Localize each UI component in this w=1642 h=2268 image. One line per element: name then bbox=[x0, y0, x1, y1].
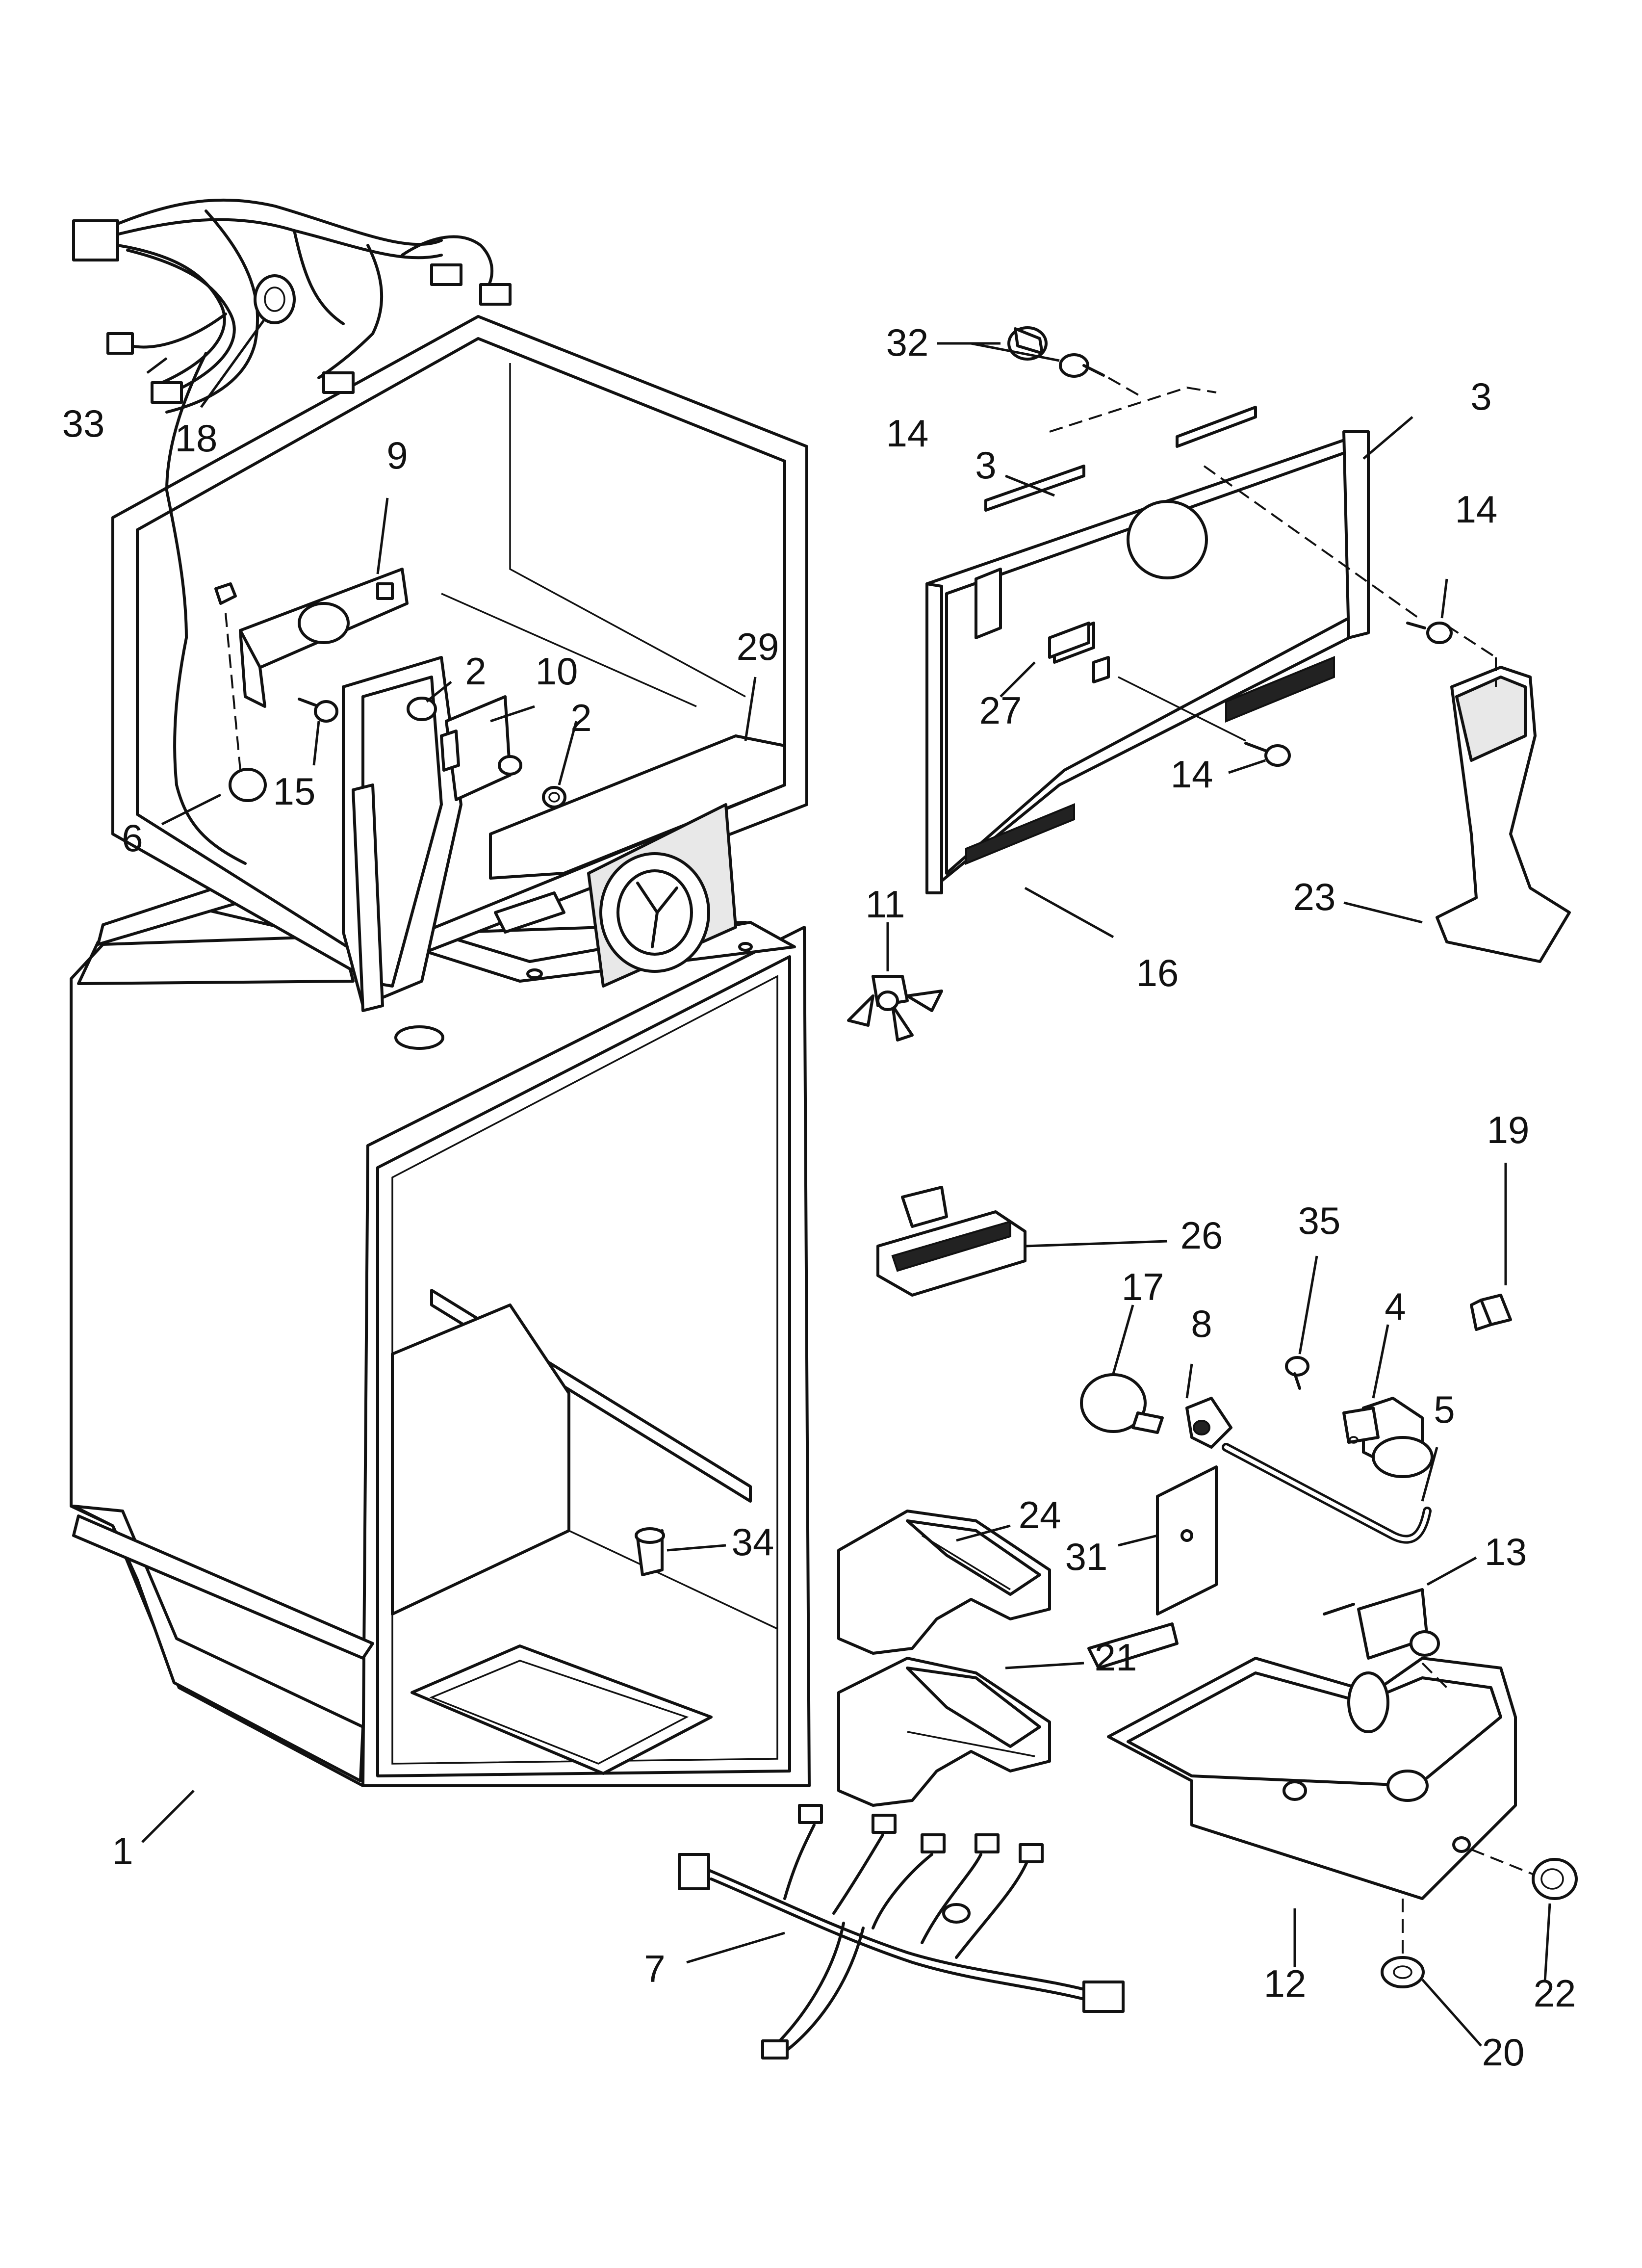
callout-32: 32 bbox=[886, 321, 929, 364]
callout-1: 1 bbox=[112, 1829, 133, 1873]
leader-lines bbox=[141, 318, 1551, 2047]
callout-16: 16 bbox=[1136, 951, 1179, 994]
callout-27: 27 bbox=[979, 689, 1022, 732]
callout-31: 31 bbox=[1065, 1535, 1108, 1578]
callout-33: 33 bbox=[62, 402, 105, 445]
callout-18: 18 bbox=[175, 417, 218, 460]
callout-34: 34 bbox=[732, 1520, 774, 1564]
callout-22: 22 bbox=[1534, 1972, 1576, 2015]
control-housing-12 bbox=[1087, 1622, 1517, 1957]
cabinet-liner bbox=[70, 877, 811, 1787]
callout-17: 17 bbox=[1122, 1265, 1164, 1308]
dispenser-23 bbox=[1436, 625, 1571, 963]
vent-slots bbox=[965, 656, 1335, 865]
callout-26: 26 bbox=[1180, 1214, 1223, 1257]
callout-3-left: 3 bbox=[975, 443, 996, 487]
callout-2-right: 2 bbox=[570, 696, 591, 739]
callout-7: 7 bbox=[644, 1947, 665, 1990]
pad-31 bbox=[1156, 1465, 1218, 1616]
grommet-6 bbox=[225, 613, 267, 802]
callout-13: 13 bbox=[1485, 1530, 1527, 1573]
cold-control-13 bbox=[1323, 1588, 1448, 1689]
callout-21: 21 bbox=[1095, 1636, 1137, 1679]
screw-15 bbox=[298, 698, 338, 723]
callout-14-right: 14 bbox=[1455, 488, 1498, 531]
callout-3-right: 3 bbox=[1470, 375, 1491, 418]
screw-14-right bbox=[1203, 465, 1453, 644]
fan-shroud bbox=[489, 734, 786, 988]
housing-24 bbox=[837, 1510, 1051, 1655]
grommet-20 bbox=[1381, 1956, 1425, 1988]
callout-14-mid: 14 bbox=[1171, 753, 1213, 796]
callout-29: 29 bbox=[737, 625, 779, 668]
callout-19: 19 bbox=[1487, 1108, 1530, 1151]
callout-numbers: 1 2 2 3 3 4 5 6 7 8 9 10 11 12 13 14 14 … bbox=[62, 321, 1576, 2074]
light-shield-26 bbox=[876, 1186, 1026, 1297]
callout-4: 4 bbox=[1385, 1285, 1406, 1328]
socket-8 bbox=[1185, 1397, 1232, 1449]
spacer-32 bbox=[1007, 326, 1048, 361]
callout-35: 35 bbox=[1298, 1199, 1341, 1242]
fan-blade-11 bbox=[847, 975, 943, 1042]
callout-14-top: 14 bbox=[886, 412, 929, 455]
control-housing bbox=[214, 568, 409, 708]
callout-12: 12 bbox=[1264, 1962, 1307, 2005]
defrost-timer bbox=[440, 695, 522, 801]
callout-11: 11 bbox=[866, 883, 905, 926]
callout-2-left: 2 bbox=[465, 650, 486, 693]
socket-34 bbox=[635, 1527, 665, 1576]
callout-20: 20 bbox=[1482, 2031, 1525, 2074]
screw-14-top bbox=[1059, 353, 1143, 398]
screw-14-mid bbox=[1118, 676, 1291, 767]
callout-15: 15 bbox=[273, 770, 316, 813]
hardware-2 bbox=[407, 697, 566, 808]
callout-23: 23 bbox=[1293, 875, 1336, 918]
light-bulb-17 bbox=[1080, 1373, 1164, 1434]
callout-5: 5 bbox=[1434, 1388, 1455, 1431]
callout-9: 9 bbox=[386, 434, 408, 477]
lower-wire-harness bbox=[678, 1804, 1125, 2059]
bracket-27 bbox=[1048, 622, 1090, 659]
callout-8: 8 bbox=[1191, 1302, 1212, 1345]
callout-10: 10 bbox=[536, 650, 578, 693]
callout-24: 24 bbox=[1019, 1493, 1061, 1537]
screw-35 bbox=[1285, 1356, 1309, 1390]
clip-19 bbox=[1470, 1294, 1512, 1331]
tube-5 bbox=[1222, 1443, 1432, 1544]
knob-22 bbox=[1471, 1849, 1578, 1900]
thermostat-4 bbox=[1342, 1397, 1434, 1478]
housing-21 bbox=[837, 1657, 1051, 1807]
callout-6: 6 bbox=[122, 816, 143, 860]
